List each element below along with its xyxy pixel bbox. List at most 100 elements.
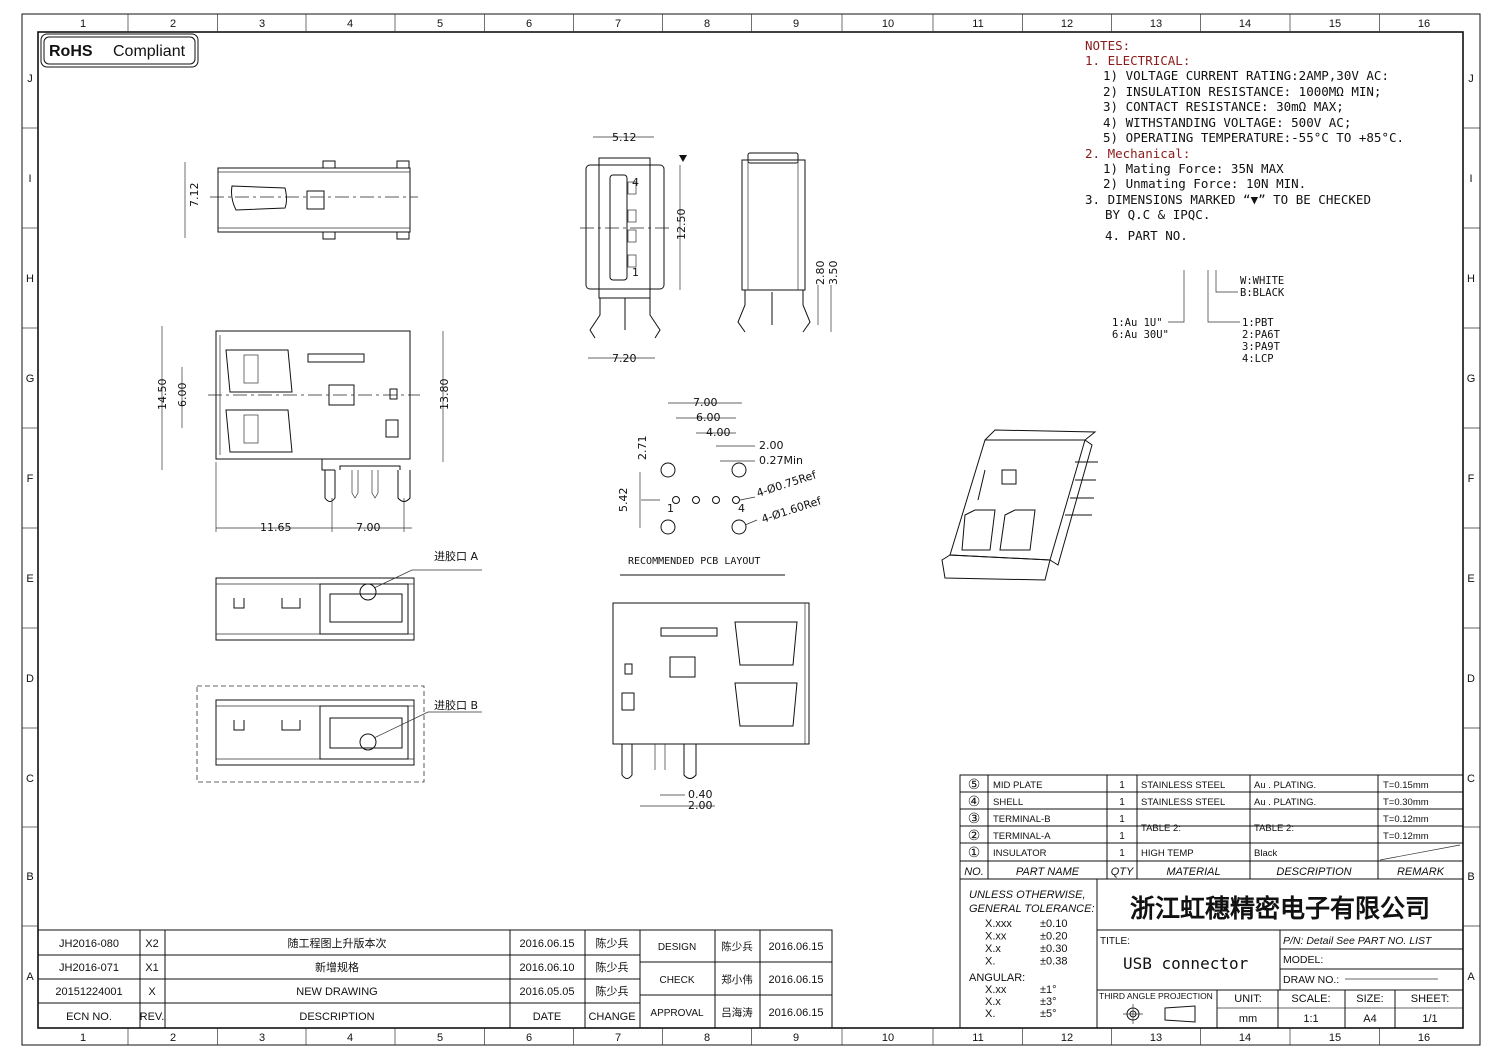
material-1: 1:PBT bbox=[1242, 317, 1274, 329]
notes-heading: NOTES: bbox=[1085, 38, 1130, 53]
note-3-line1: 3. DIMENSIONS MARKED “▼” TO BE CHECKED bbox=[1085, 192, 1371, 207]
grid-row-label: H bbox=[1467, 273, 1475, 285]
revision-header: DATE bbox=[533, 1011, 562, 1023]
note-3-line2: BY Q.C & IPQC. bbox=[1105, 207, 1210, 222]
revision-header: DESCRIPTION bbox=[299, 1011, 374, 1023]
notes-electrical-heading: 1. ELECTRICAL: bbox=[1085, 53, 1190, 68]
side-view: 2.80 3.50 bbox=[737, 152, 840, 333]
approval-date: 2016.06.15 bbox=[768, 1007, 823, 1019]
tolerance-heading-2: GENERAL TOLERANCE: bbox=[969, 903, 1095, 915]
note-e1: 1) VOLTAGE CURRENT RATING:2AMP,30V AC: bbox=[1103, 68, 1389, 83]
size-value: A4 bbox=[1363, 1013, 1376, 1025]
third-angle-projection-icon bbox=[1123, 1004, 1196, 1024]
rear-view: 0.40 2.00 bbox=[612, 602, 810, 812]
material-3: 3:PA9T bbox=[1242, 341, 1281, 353]
grid-column-label: 9 bbox=[793, 18, 799, 30]
bom-remark: T=0.12mm bbox=[1383, 831, 1429, 842]
grid-column-label: 8 bbox=[704, 18, 710, 30]
dim-top-height: 7.12 bbox=[188, 183, 201, 208]
pcb-dim-271: 2.71 bbox=[636, 436, 649, 461]
revision-date: 2016.06.15 bbox=[519, 938, 574, 950]
bom-description: Black bbox=[1254, 848, 1277, 859]
angular-value: ±1° bbox=[1040, 984, 1057, 996]
pcb-hole-small: 4-Ø0.75Ref bbox=[755, 468, 819, 500]
dim-pin-b: 3.50 bbox=[827, 261, 840, 286]
grid-column-label: 7 bbox=[615, 18, 621, 30]
pcb-dim-027: 0.27Min bbox=[759, 454, 803, 467]
draw-no-label: DRAW NO.: bbox=[1283, 974, 1339, 986]
dim-pin-span: 7.00 bbox=[356, 521, 381, 534]
scale-label: SCALE: bbox=[1291, 993, 1330, 1005]
pcb-dim-6: 6.00 bbox=[696, 411, 721, 424]
title-label: TITLE: bbox=[1100, 936, 1130, 947]
bom-part-name: TERMINAL-B bbox=[993, 814, 1051, 825]
rohs-badge: RoHS Compliant bbox=[40, 33, 199, 68]
tolerance-value: ±0.30 bbox=[1040, 943, 1067, 955]
revision-description: 随工程图上升版本次 bbox=[288, 936, 387, 950]
grid-column-label: 16 bbox=[1418, 1032, 1430, 1044]
bottom-view-gate-a: 进胶口 A bbox=[215, 549, 482, 641]
bom-part-name: TERMINAL-A bbox=[993, 831, 1051, 842]
model-label: MODEL: bbox=[1283, 954, 1323, 966]
angular-precision: X.x bbox=[985, 996, 1001, 1008]
grid-row-label: F bbox=[27, 473, 34, 485]
pin1-label: 1 bbox=[632, 266, 639, 279]
bom-no: ⑤ bbox=[968, 776, 981, 792]
note-e5: 5) OPERATING TEMPERATURE:-55°C TO +85°C. bbox=[1103, 130, 1404, 145]
outer-frame bbox=[21, 13, 1481, 1046]
plating-1: 1:Au 1U" bbox=[1112, 317, 1163, 329]
pcb-pin1: 1 bbox=[667, 502, 674, 515]
material-4: 4:LCP bbox=[1242, 353, 1274, 365]
revision-date: 2016.06.10 bbox=[519, 962, 574, 974]
grid-column-label: 11 bbox=[972, 1032, 983, 1044]
grid-column-label: 6 bbox=[526, 1032, 532, 1044]
dim-end-height: 12.50 bbox=[675, 209, 688, 241]
revision-ecn: 20151224001 bbox=[55, 986, 122, 998]
tolerance-precision: X.x bbox=[985, 943, 1001, 955]
sheet-value: 1/1 bbox=[1422, 1013, 1437, 1025]
revision-description: 新增规格 bbox=[315, 960, 359, 974]
grid-row-label: J bbox=[27, 73, 33, 85]
bom-header: NO. bbox=[964, 866, 984, 878]
bom-part-name: MID PLATE bbox=[993, 780, 1042, 791]
bom-remark: T=0.15mm bbox=[1383, 780, 1429, 791]
note-4: 4. PART NO. bbox=[1105, 228, 1188, 243]
bom-header: QTY bbox=[1111, 866, 1134, 878]
pcb-dim-2: 2.00 bbox=[759, 439, 784, 452]
grid-column-label: 11 bbox=[972, 18, 983, 30]
approval-name: 郑小伟 bbox=[721, 973, 753, 986]
angular-precision: X.xx bbox=[985, 984, 1007, 996]
dim-width-bottom: 7.20 bbox=[612, 352, 637, 365]
pcb-layout-title: RECOMMENDED PCB LAYOUT bbox=[628, 556, 760, 567]
gate-b-label: 进胶口 B bbox=[434, 698, 478, 712]
approval-date: 2016.06.15 bbox=[768, 974, 823, 986]
tolerance-precision: X. bbox=[985, 956, 995, 968]
pcb-pin4: 4 bbox=[738, 502, 745, 515]
dim-total-height: 14.50 bbox=[156, 379, 169, 411]
rohs-label: RoHS bbox=[49, 43, 93, 60]
revision-rev: X1 bbox=[145, 962, 158, 974]
pcb-hole-big: 4-Ø1.60Ref bbox=[760, 494, 824, 526]
dim-body-height: 13.80 bbox=[438, 379, 451, 411]
grid-row-label: H bbox=[26, 273, 34, 285]
unit-value: mm bbox=[1239, 1013, 1257, 1025]
bom-description: Au . PLATING. bbox=[1254, 797, 1316, 808]
unit-label: UNIT: bbox=[1234, 993, 1262, 1005]
grid-column-label: 16 bbox=[1418, 18, 1430, 30]
bom-header: MATERIAL bbox=[1166, 866, 1220, 878]
color-white: W:WHITE bbox=[1240, 275, 1284, 287]
angular-value: ±3° bbox=[1040, 996, 1057, 1008]
color-black: B:BLACK bbox=[1240, 287, 1285, 299]
pin4-label: 4 bbox=[632, 176, 639, 189]
bom-part-name: SHELL bbox=[993, 797, 1023, 808]
grid-row-label: I bbox=[1469, 173, 1472, 185]
grid-column-label: 2 bbox=[170, 1032, 176, 1044]
pcb-layout: 7.00 6.00 4.00 2.00 0.27Min 2.71 5.42 4-… bbox=[617, 396, 824, 576]
revision-header: CHANGE bbox=[588, 1011, 635, 1023]
grid-row-label: B bbox=[26, 871, 33, 883]
part-number: P/N: Detail See PART NO. LIST bbox=[1283, 935, 1433, 947]
grid-column-label: 5 bbox=[437, 1032, 443, 1044]
size-label: SIZE: bbox=[1356, 993, 1384, 1005]
